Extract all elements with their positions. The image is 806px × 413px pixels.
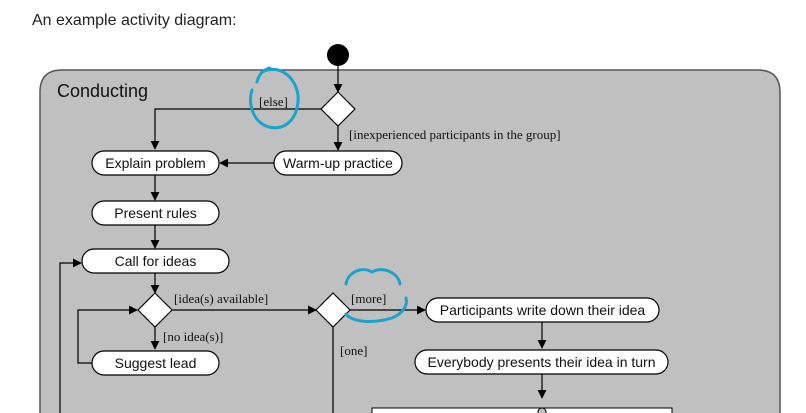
action-warmup-practice-label: Warm-up practice bbox=[283, 155, 393, 171]
guard-else: [else] bbox=[259, 94, 288, 109]
guard-ideas-available: [idea(s) available] bbox=[174, 291, 268, 306]
action-everybody-presents-label: Everybody presents their idea in turn bbox=[427, 354, 655, 370]
action-present-rules-label: Present rules bbox=[114, 205, 196, 221]
guard-more: [more] bbox=[351, 291, 386, 306]
action-suggest-lead-label: Suggest lead bbox=[115, 355, 197, 371]
bottom-connector bbox=[537, 407, 547, 413]
conducting-frame bbox=[39, 69, 781, 413]
annotation-arc-more-bottom bbox=[344, 296, 408, 323]
edge-loop-to-call bbox=[59, 258, 82, 413]
annotation-circle-else bbox=[249, 67, 300, 130]
action-participants-write-label: Participants write down their idea bbox=[440, 302, 646, 318]
initial-node bbox=[327, 44, 349, 66]
annotation-arc-more-top bbox=[344, 268, 402, 286]
guard-no-ideas: [no idea(s)] bbox=[163, 329, 223, 344]
annotation-hook-else bbox=[255, 66, 272, 84]
action-call-for-ideas-label: Call for ideas bbox=[115, 253, 197, 269]
action-explain-problem-label: Explain problem bbox=[105, 155, 205, 171]
conducting-title: Conducting bbox=[57, 81, 148, 101]
edge-else bbox=[150, 108, 321, 150]
guard-one: [one] bbox=[340, 343, 367, 358]
intro-text: An example activity diagram: bbox=[32, 12, 237, 29]
join-bar bbox=[371, 407, 673, 413]
edge-suggest-to-decision bbox=[77, 305, 138, 364]
guard-inexperienced: [inexperienced participants in the group… bbox=[349, 127, 561, 142]
